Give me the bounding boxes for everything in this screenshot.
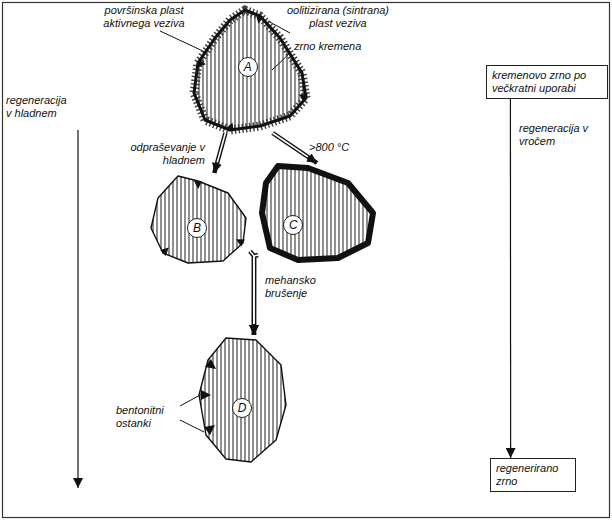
grain-body	[199, 338, 286, 462]
side-arrow	[77, 130, 78, 488]
grain-body	[151, 176, 246, 263]
connector-arrow	[254, 255, 258, 335]
callout-letter: A	[238, 57, 258, 77]
box-text: kremenovo zrno po večkratni uporabi	[492, 69, 602, 95]
annotation-label: zrno kremena	[294, 40, 374, 53]
binder-remnant	[160, 248, 169, 256]
bentonite-remnant	[204, 425, 215, 435]
grain-outline	[258, 163, 376, 263]
quartz-grain: D	[196, 335, 288, 465]
connector-inner	[273, 133, 308, 157]
binder-remnant	[299, 94, 308, 101]
edge-label: odpraševanje v hladnem	[118, 141, 206, 167]
sinter-layer	[194, 10, 306, 130]
grain-body	[194, 10, 306, 130]
annotation-label: površinska plast aktivnega veziva	[92, 4, 196, 30]
connector-inner	[217, 133, 225, 162]
quartz-grain: C	[258, 163, 376, 263]
leader-line	[180, 420, 204, 432]
connector-inner	[254, 255, 258, 324]
bentonite-remnant	[201, 390, 211, 400]
connector-arrow	[214, 133, 225, 173]
quartz-grain: A	[190, 8, 308, 133]
callout-letter: C	[283, 215, 303, 235]
binder-remnant	[236, 239, 245, 246]
annotation-label: oolitizirana (sintrana) plast veziva	[282, 4, 394, 30]
process-box: regenerirano zrno	[490, 458, 576, 492]
process-box: kremenovo zrno po večkratni uporabi	[486, 65, 608, 99]
binder-remnant	[226, 122, 234, 131]
binder-remnant	[197, 59, 205, 67]
edge-label: regeneracija v vročem	[518, 122, 600, 148]
leader-line	[160, 31, 205, 52]
edge-label: >800 °C	[308, 141, 370, 154]
box-text: regenerirano zrno	[496, 462, 570, 488]
annotation-label: bentonitni ostanki	[116, 404, 178, 430]
grain-body	[262, 166, 373, 260]
quartz-grain: B	[148, 173, 250, 265]
frame	[3, 3, 610, 518]
binder-remnant	[256, 15, 264, 24]
callout-letter: B	[187, 218, 207, 238]
edge-label: mehansko brušenje	[264, 274, 336, 300]
bentonite-remnant	[205, 359, 216, 369]
annotation-label: regeneracija v hladnem	[6, 94, 74, 120]
connector-arrow	[510, 99, 511, 458]
callout-letter: D	[232, 398, 252, 418]
binder-remnant	[194, 181, 202, 189]
